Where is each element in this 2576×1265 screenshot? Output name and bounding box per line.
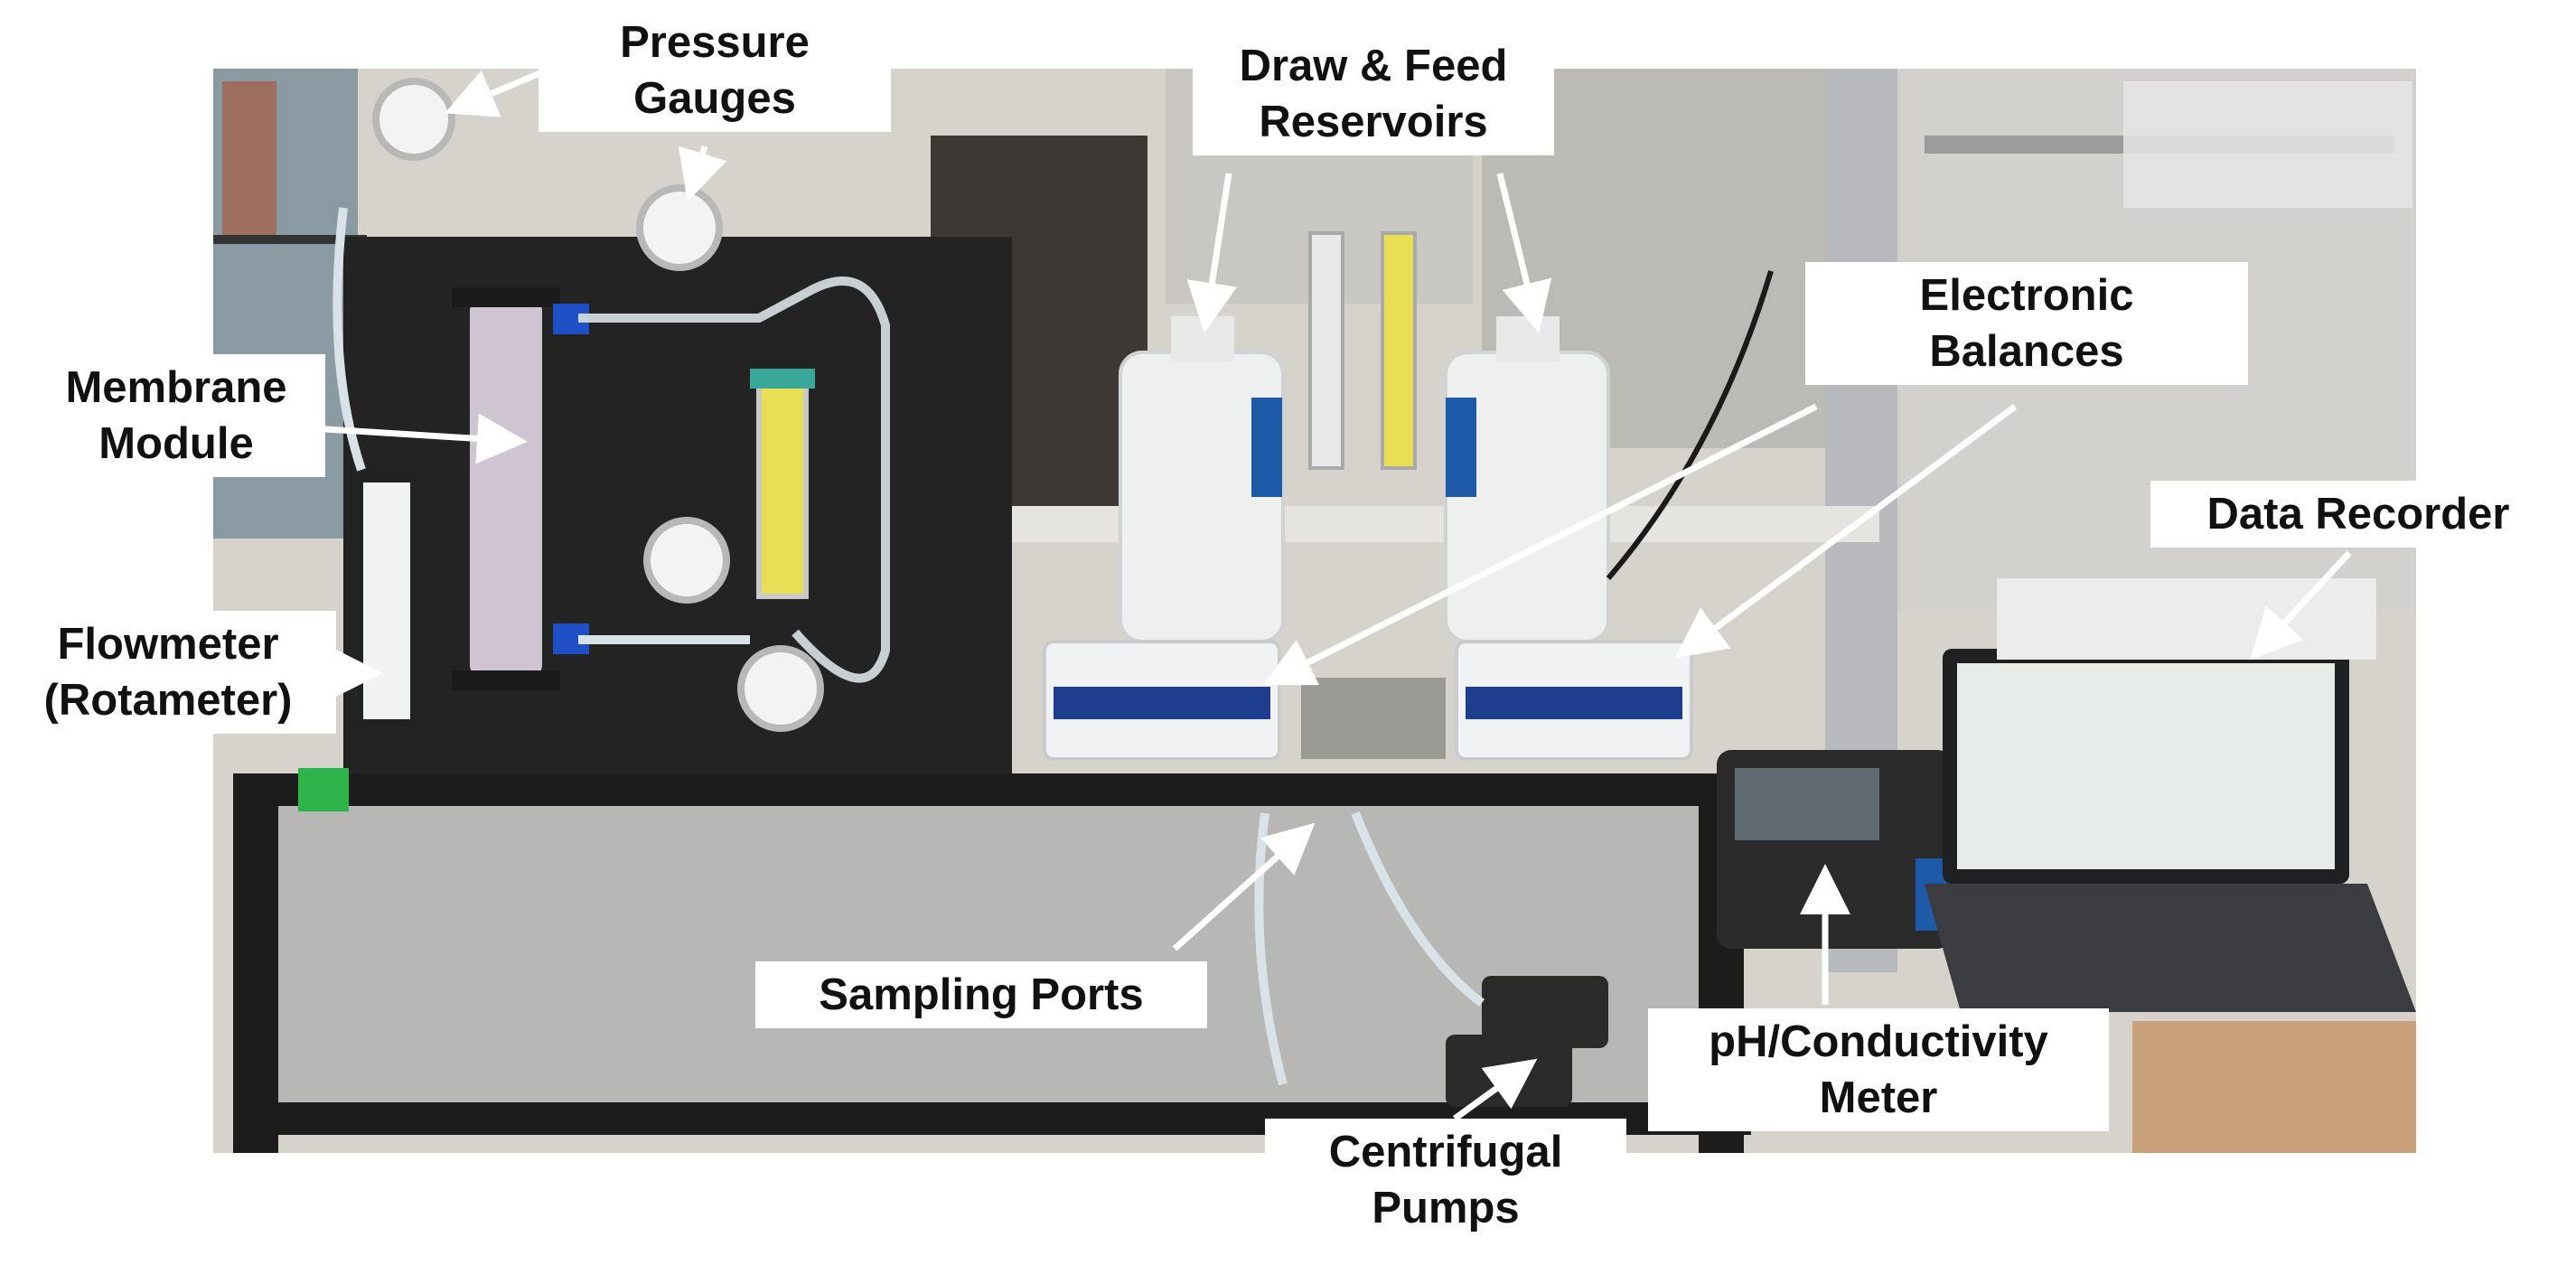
membrane-cap-bottom — [452, 670, 560, 690]
label-data-recorder: Data Recorder — [2150, 481, 2566, 548]
pressure-gauge — [643, 517, 730, 604]
membrane-tube — [470, 298, 542, 678]
pressure-gauge — [636, 184, 723, 271]
membrane-cap-top — [452, 287, 560, 307]
middle-rotameter-yellow — [1381, 231, 1417, 470]
lab-setup-illustration — [213, 69, 2416, 1153]
pump — [1446, 1035, 1572, 1107]
label-membrane-module: Membrane Module — [27, 354, 325, 477]
vial-rack — [1301, 678, 1446, 759]
middle-rotameter — [1308, 231, 1344, 470]
label-electronic-balances: Electronic Balances — [1805, 262, 2248, 385]
ph-meter-screen — [1735, 768, 1879, 840]
plastic-bag — [2123, 81, 2412, 208]
reservoir-neck — [1496, 316, 1560, 361]
label-draw-feed-reservoirs: Draw & Feed Reservoirs — [1193, 33, 1554, 155]
laptop-screen — [1957, 663, 2335, 869]
window-frame — [213, 235, 367, 244]
yellow-rotameter — [756, 377, 809, 599]
pressure-gauge — [372, 78, 455, 161]
nalgene-label — [1446, 398, 1476, 497]
brick-wall — [222, 81, 276, 235]
label-centrifugal-pumps: Centrifugal Pumps — [1265, 1119, 1626, 1242]
label-flowmeter: Flowmeter (Rotameter) — [0, 611, 336, 734]
table-top — [233, 773, 1751, 806]
nalgene-label — [1251, 398, 1282, 497]
left-rotameter — [356, 475, 417, 726]
balance-display — [1054, 687, 1270, 719]
pump — [1482, 976, 1608, 1048]
label-ph-conductivity-meter: pH/Conductivity Meter — [1648, 1008, 2109, 1131]
green-fitting — [298, 768, 349, 811]
pressure-gauge — [737, 645, 824, 732]
cardboard-box — [2132, 1021, 2416, 1153]
lab-setup-photo — [213, 69, 2416, 1153]
balance-display — [1466, 687, 1682, 719]
laptop-base — [1925, 884, 2416, 1012]
rotameter-cap — [750, 369, 815, 389]
tubing — [578, 276, 890, 683]
tubing — [1351, 811, 1485, 1007]
label-sampling-ports: Sampling Ports — [755, 961, 1207, 1028]
reservoir-neck — [1171, 316, 1234, 361]
table-leg — [233, 773, 278, 1153]
label-pressure-gauges: Pressure Gauges — [539, 9, 891, 132]
data-recorder — [1997, 578, 2376, 660]
